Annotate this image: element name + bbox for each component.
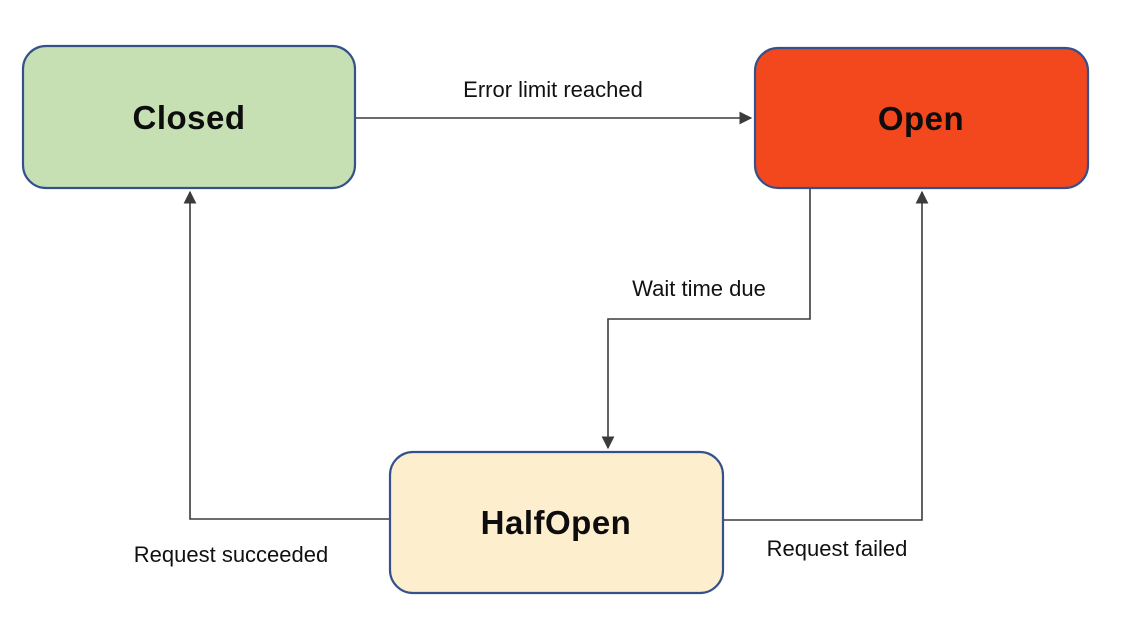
state-closed-box [21,44,357,190]
state-halfopen-box [388,450,725,595]
state-open-label: Open [877,100,965,137]
edge-label-error-limit-reached: Error limit reached [463,77,643,102]
state-open-box [753,46,1090,190]
edge-halfopen-to-closed [183,190,389,520]
edge-label-wait-time-due: Wait time due [632,276,766,301]
edge-label-request-succeeded: Request succeeded [133,542,329,567]
edge-open-to-halfopen [601,189,811,450]
state-halfopen-label: HalfOpen [480,504,632,541]
edge-halfopen-to-open [724,190,929,521]
edge-label-request-failed: Request failed [766,536,908,561]
state-closed-label: Closed [132,99,246,136]
